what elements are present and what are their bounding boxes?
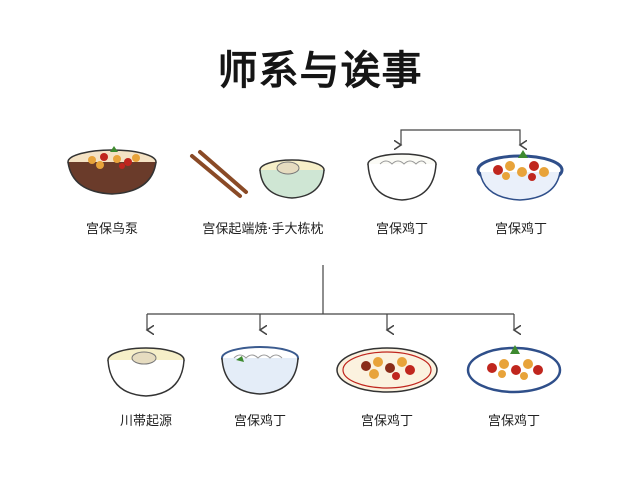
dish-top-1 bbox=[62, 140, 162, 200]
dark-bowl-chicken-icon bbox=[67, 146, 157, 195]
blue-plate-chicken-icon bbox=[466, 345, 562, 394]
top-label-1: 宫保鸟泵 bbox=[85, 222, 138, 237]
top-bracket-line bbox=[401, 129, 520, 145]
dish-bottom-1 bbox=[104, 342, 188, 402]
bottom-label-2: 宫保鸡丁 bbox=[233, 414, 286, 429]
bottom-label-1: 川帯起源 bbox=[119, 414, 172, 429]
dish-top-2 bbox=[188, 148, 328, 208]
dish-bottom-4 bbox=[464, 340, 564, 396]
dish-bottom-2 bbox=[218, 342, 302, 402]
dish-bottom-3 bbox=[334, 340, 440, 396]
top-label-4: 宫保鸡丁 bbox=[494, 222, 547, 237]
bottom-label-4: 宫保鸡丁 bbox=[487, 414, 540, 429]
chopsticks-soup-bowl-icon bbox=[190, 150, 325, 199]
soup-bowl-icon bbox=[107, 347, 185, 397]
bottom-label-3: 宫保鸡丁 bbox=[360, 414, 413, 429]
page-title: 师系与诶事 bbox=[217, 48, 423, 94]
top-label-3: 宫保鸡丁 bbox=[375, 222, 428, 237]
dish-top-3 bbox=[362, 148, 442, 208]
rice-bowl-icon bbox=[367, 153, 437, 201]
dish-top-4 bbox=[474, 148, 566, 204]
plate-chicken-icon bbox=[336, 347, 438, 393]
top-label-2: 宫保起端焼·手大栋枕 bbox=[202, 222, 324, 237]
blue-bowl-chicken-icon bbox=[476, 150, 564, 201]
blue-rice-bowl-icon bbox=[221, 346, 299, 395]
